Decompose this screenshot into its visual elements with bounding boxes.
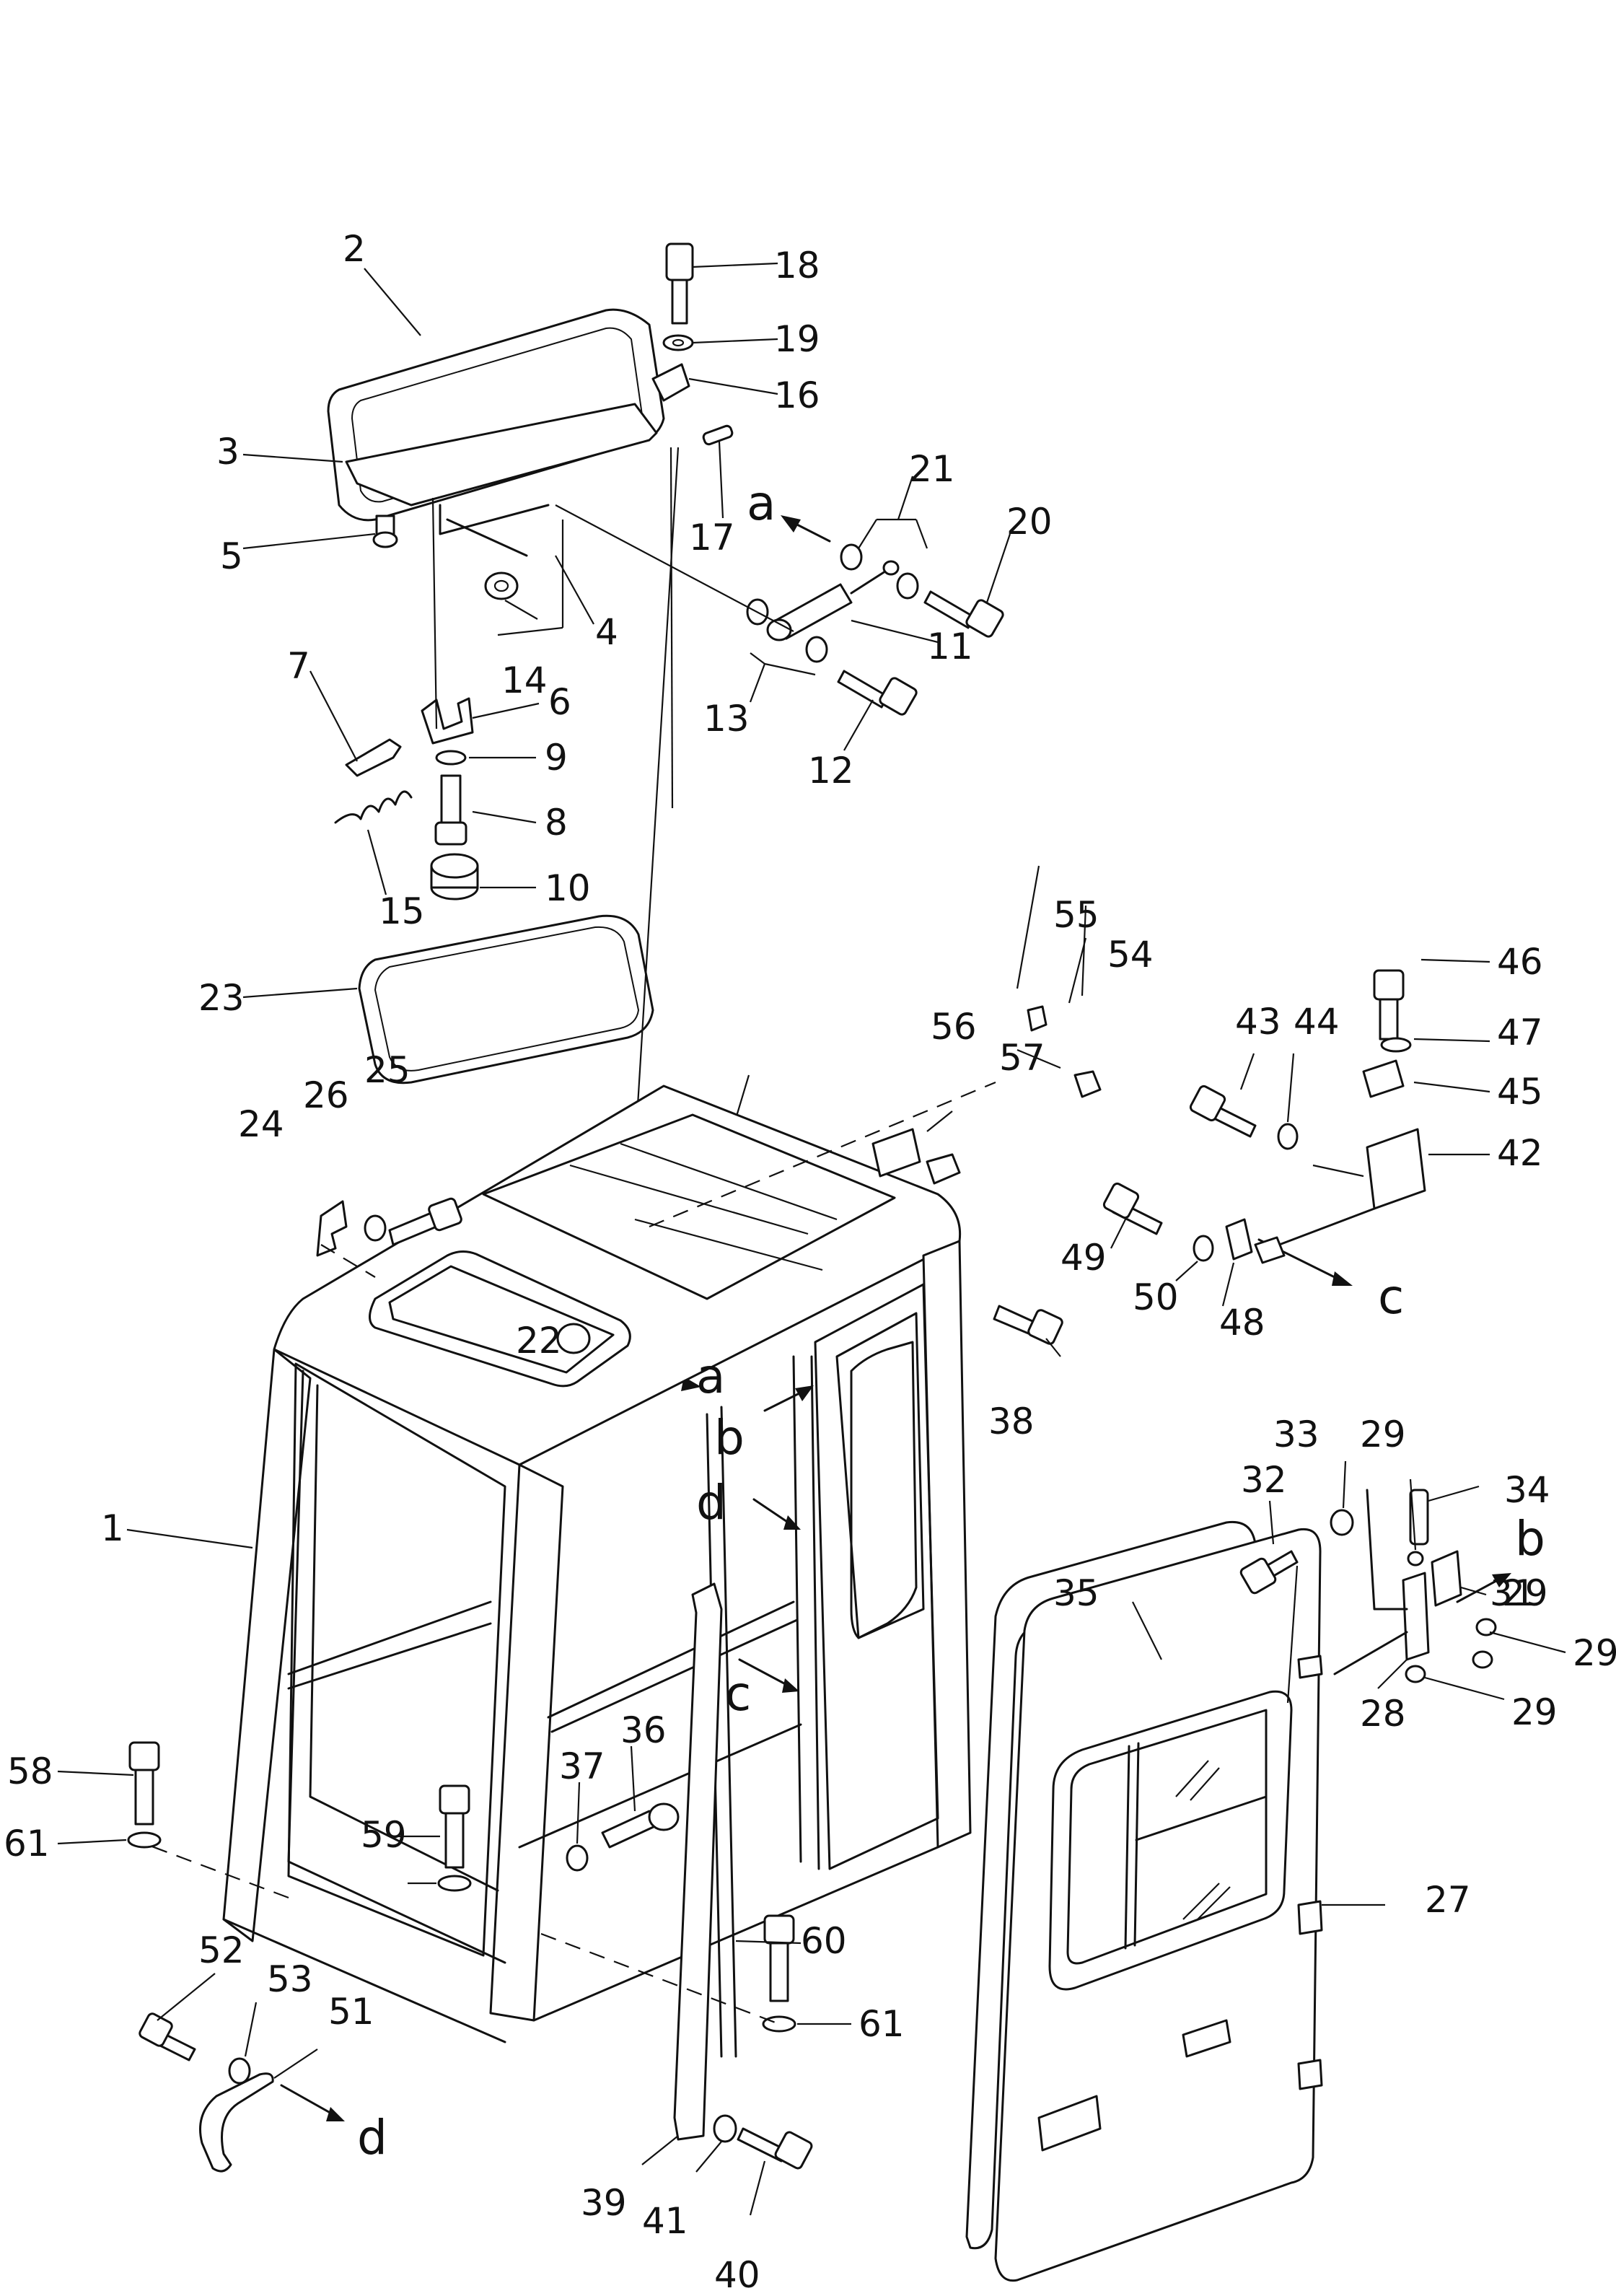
callout-label: 8 <box>545 802 568 844</box>
callout-label: 54 <box>1107 934 1154 976</box>
callout-label: 47 <box>1497 1012 1543 1053</box>
callout-label: 56 <box>931 1006 977 1048</box>
callout-label: 36 <box>620 1709 667 1751</box>
callout-label: 52 <box>198 1929 245 1971</box>
callout-label: 40 <box>714 2254 760 2296</box>
callout-label: 45 <box>1497 1071 1543 1113</box>
leader-lines <box>242 262 1087 1271</box>
callout-label: 48 <box>1219 1302 1265 1344</box>
callout-label: 5 <box>220 535 243 577</box>
callout-label: 17 <box>689 517 735 558</box>
callout-label: 44 <box>1294 1001 1340 1043</box>
callout-label: 3 <box>216 431 240 473</box>
callout-label: 31 <box>1490 1572 1536 1614</box>
callout-label: 7 <box>287 645 310 687</box>
callout-label: 1 <box>101 1507 124 1549</box>
view-letter: d <box>696 1475 726 1530</box>
callout-label: 18 <box>774 245 820 286</box>
view-letter: c <box>725 1666 751 1722</box>
callout-label: 20 <box>1006 501 1053 543</box>
callout-label: 6 <box>548 681 571 723</box>
callout-label: 29 <box>1360 1414 1406 1455</box>
view-letter: c <box>1378 1269 1404 1325</box>
callout-label: 61 <box>4 1823 50 1865</box>
callout-label: 12 <box>808 750 854 792</box>
callout-label: 14 <box>501 660 548 701</box>
callout-label: 61 <box>858 2003 905 2045</box>
leader-lines-lower <box>57 937 1566 2216</box>
callout-label: 29 <box>1573 1632 1616 1674</box>
callout-label: 33 <box>1273 1414 1319 1455</box>
callout-label: 29 <box>1502 1572 1548 1614</box>
view-letter: d <box>357 2110 387 2165</box>
callout-label: 9 <box>545 737 568 779</box>
callout-label: 11 <box>927 626 973 667</box>
callout-label: 24 <box>238 1103 284 1145</box>
callout-label: 27 <box>1425 1879 1471 1921</box>
callout-label: 43 <box>1235 1001 1281 1043</box>
callout-label: 35 <box>1053 1572 1099 1614</box>
view-letter-labels: a a b b c c d d <box>357 476 1545 2165</box>
callout-label: 60 <box>801 1920 847 1962</box>
callout-label: 32 <box>1241 1459 1287 1501</box>
callout-label: 58 <box>7 1751 53 1792</box>
callout-label: 15 <box>379 890 425 932</box>
lock-assembly <box>1102 969 1426 1264</box>
callout-label: 49 <box>1060 1237 1107 1279</box>
view-letter: b <box>1515 1511 1545 1567</box>
callout-labels: 1 2 3 4 5 6 7 8 9 10 11 12 13 14 15 16 1… <box>4 228 1616 2296</box>
callout-label: 28 <box>1360 1693 1406 1735</box>
callout-label: 16 <box>774 374 820 416</box>
door-assembly <box>965 1489 1497 2282</box>
callout-label: 2 <box>343 228 366 270</box>
callout-label: 23 <box>198 977 245 1019</box>
callout-label: 10 <box>545 867 591 909</box>
callout-label: 19 <box>774 318 820 360</box>
callout-label: 55 <box>1053 894 1099 936</box>
callout-label: 13 <box>703 698 750 740</box>
callout-label: 37 <box>559 1745 605 1787</box>
callout-label: 57 <box>999 1037 1045 1079</box>
callout-label: 59 <box>361 1814 407 1856</box>
callout-label: 51 <box>328 1991 374 2033</box>
callout-label: 21 <box>909 448 955 490</box>
callout-label: 29 <box>1511 1691 1558 1733</box>
callout-label: 53 <box>267 1958 313 2000</box>
callout-label: 39 <box>581 2182 627 2224</box>
callout-label: 41 <box>642 2200 688 2242</box>
callout-label: 50 <box>1133 1276 1179 1318</box>
view-letter: a <box>747 476 776 531</box>
callout-label: 34 <box>1504 1469 1550 1511</box>
roof-hatch-assembly <box>327 242 1004 1085</box>
callout-label: 38 <box>988 1401 1035 1442</box>
view-letter: b <box>714 1410 745 1465</box>
callout-label: 4 <box>595 611 618 653</box>
callout-label: 42 <box>1497 1132 1543 1174</box>
callout-label: 25 <box>364 1049 410 1091</box>
cab-frame <box>127 1005 1102 2173</box>
callout-label: 22 <box>516 1320 562 1362</box>
view-letter: a <box>696 1349 725 1404</box>
callout-label: 46 <box>1497 941 1543 983</box>
callout-label: 26 <box>303 1074 349 1116</box>
